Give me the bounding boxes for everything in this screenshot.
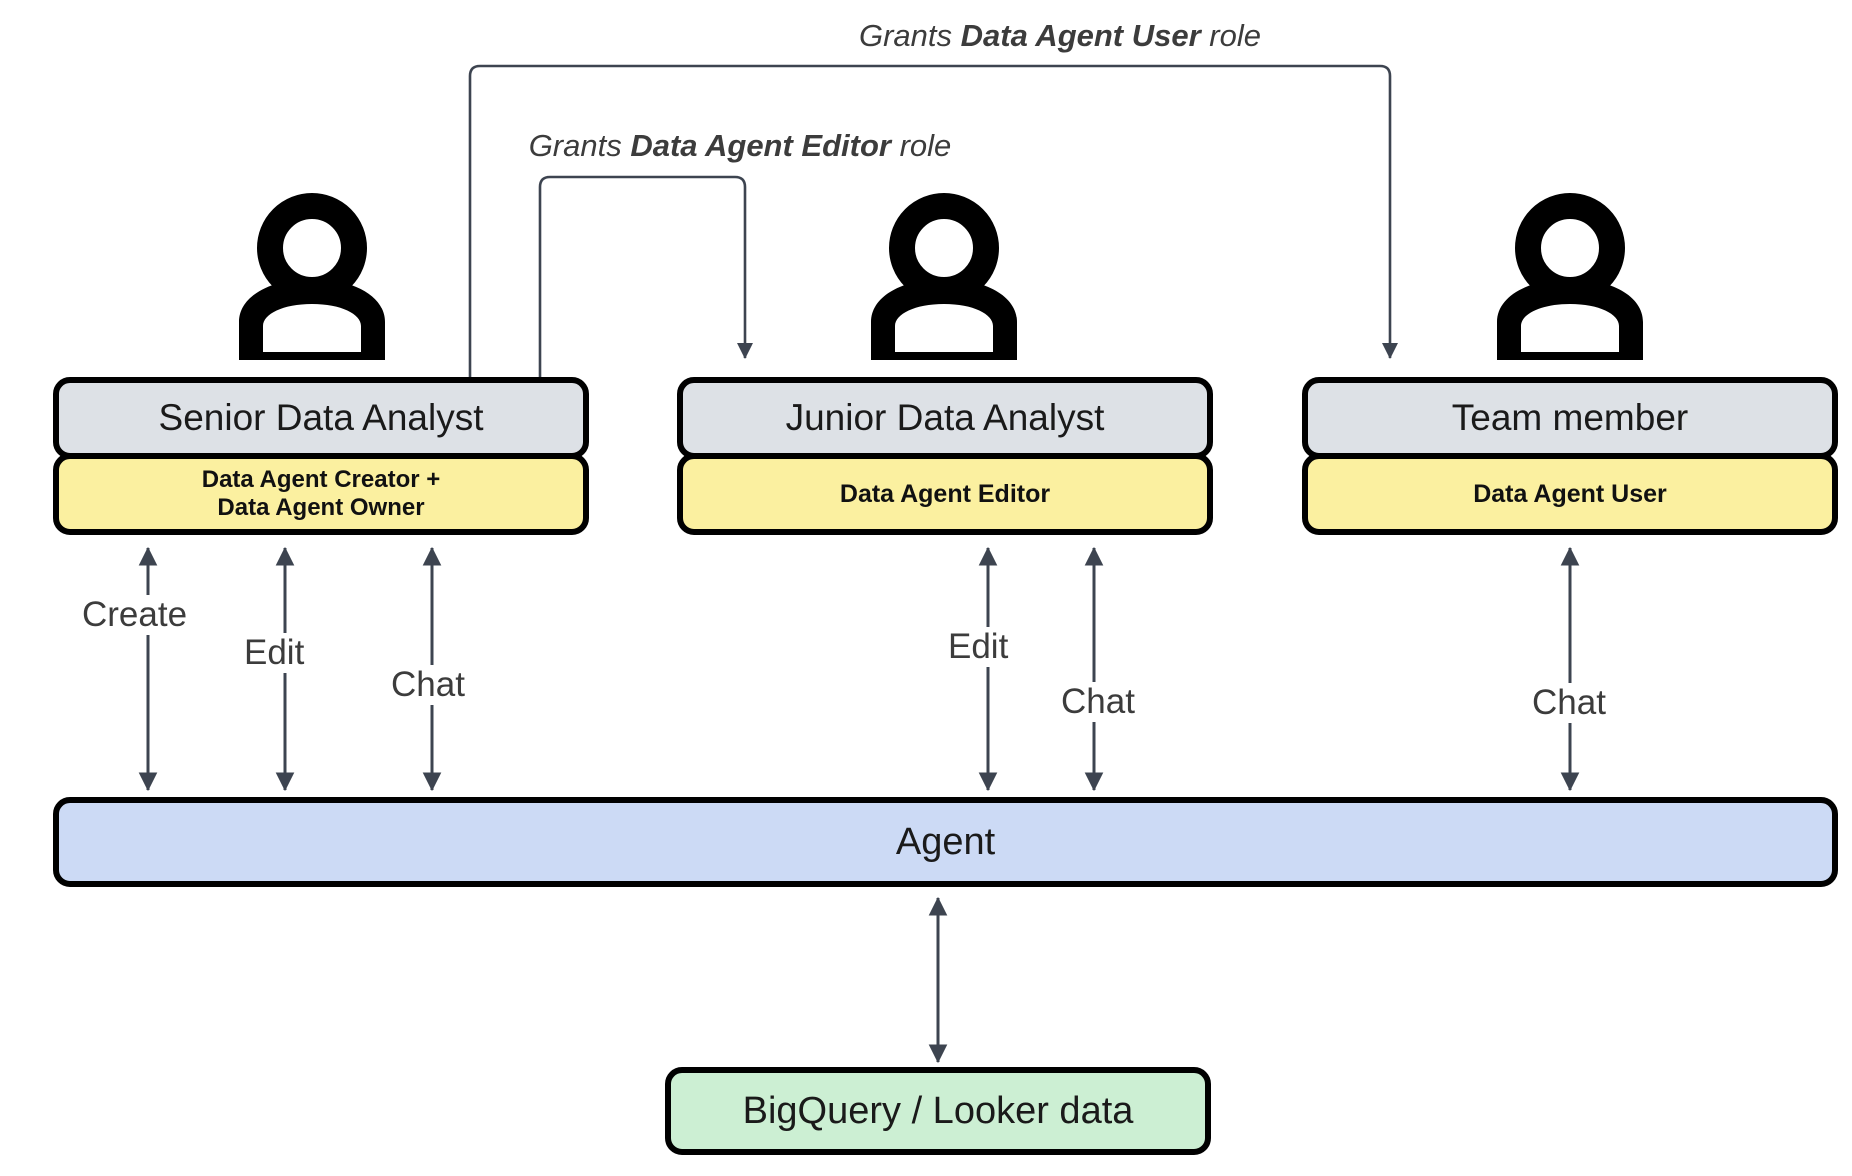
grant-edge-data-agent-editor: [538, 175, 754, 380]
action-label-edit: Edit: [240, 633, 309, 673]
grant-label-suffix: role: [1200, 18, 1261, 53]
permission-label-junior-data-analyst: Data Agent Editor: [839, 479, 1051, 508]
agent-label: Agent: [895, 820, 996, 863]
grant-label-prefix: Grants: [859, 18, 961, 53]
permission-label-senior-data-analyst: Data Agent Creator + Data Agent Owner: [56, 456, 586, 532]
action-label-chat: Chat: [387, 665, 469, 705]
grant-label-prefix: Grants: [528, 128, 631, 163]
person-icon: [239, 193, 385, 360]
permission-line-1: Data Agent Creator +: [201, 465, 441, 493]
datasource-box[interactable]: [665, 1067, 1211, 1155]
grant-edge-data-agent-user: [468, 64, 1399, 380]
grant-label-emphasis: Data Agent Editor: [630, 128, 891, 163]
role-label-senior-data-analyst: Senior Data Analyst: [158, 397, 484, 438]
permission-box-team-member[interactable]: [1302, 453, 1838, 535]
permission-line-2: Data Agent Owner: [217, 494, 425, 521]
grant-label-data-agent-user: Grants Data Agent User role: [730, 18, 1390, 54]
person-icon: [871, 193, 1017, 360]
persona-card-team-member[interactable]: [1302, 377, 1838, 535]
action-label-create: Create: [78, 595, 192, 635]
action-arrows-junior: [978, 546, 1104, 792]
person-icon: [1497, 193, 1643, 360]
grant-label-emphasis: Data Agent User: [960, 18, 1201, 53]
grant-label-suffix: role: [890, 128, 952, 163]
datasource-label: BigQuery / Looker data: [742, 1089, 1134, 1132]
action-label-chat: Chat: [1057, 682, 1139, 722]
grant-label-data-agent-editor: Grants Data Agent Editor role: [520, 128, 960, 164]
permission-label-team-member: Data Agent User: [1473, 479, 1667, 508]
action-label-chat: Chat: [1528, 683, 1610, 723]
action-label-edit: Edit: [944, 627, 1013, 667]
permission-box-junior-data-analyst[interactable]: [677, 453, 1213, 535]
persona-card-senior-data-analyst[interactable]: [53, 377, 589, 535]
permission-box-senior-data-analyst[interactable]: [53, 453, 589, 535]
persona-card-junior-data-analyst[interactable]: [677, 377, 1213, 535]
role-label-junior-data-analyst: Junior Data Analyst: [785, 397, 1105, 438]
role-label-team-member: Team member: [1451, 397, 1689, 438]
agent-box[interactable]: [53, 797, 1838, 887]
